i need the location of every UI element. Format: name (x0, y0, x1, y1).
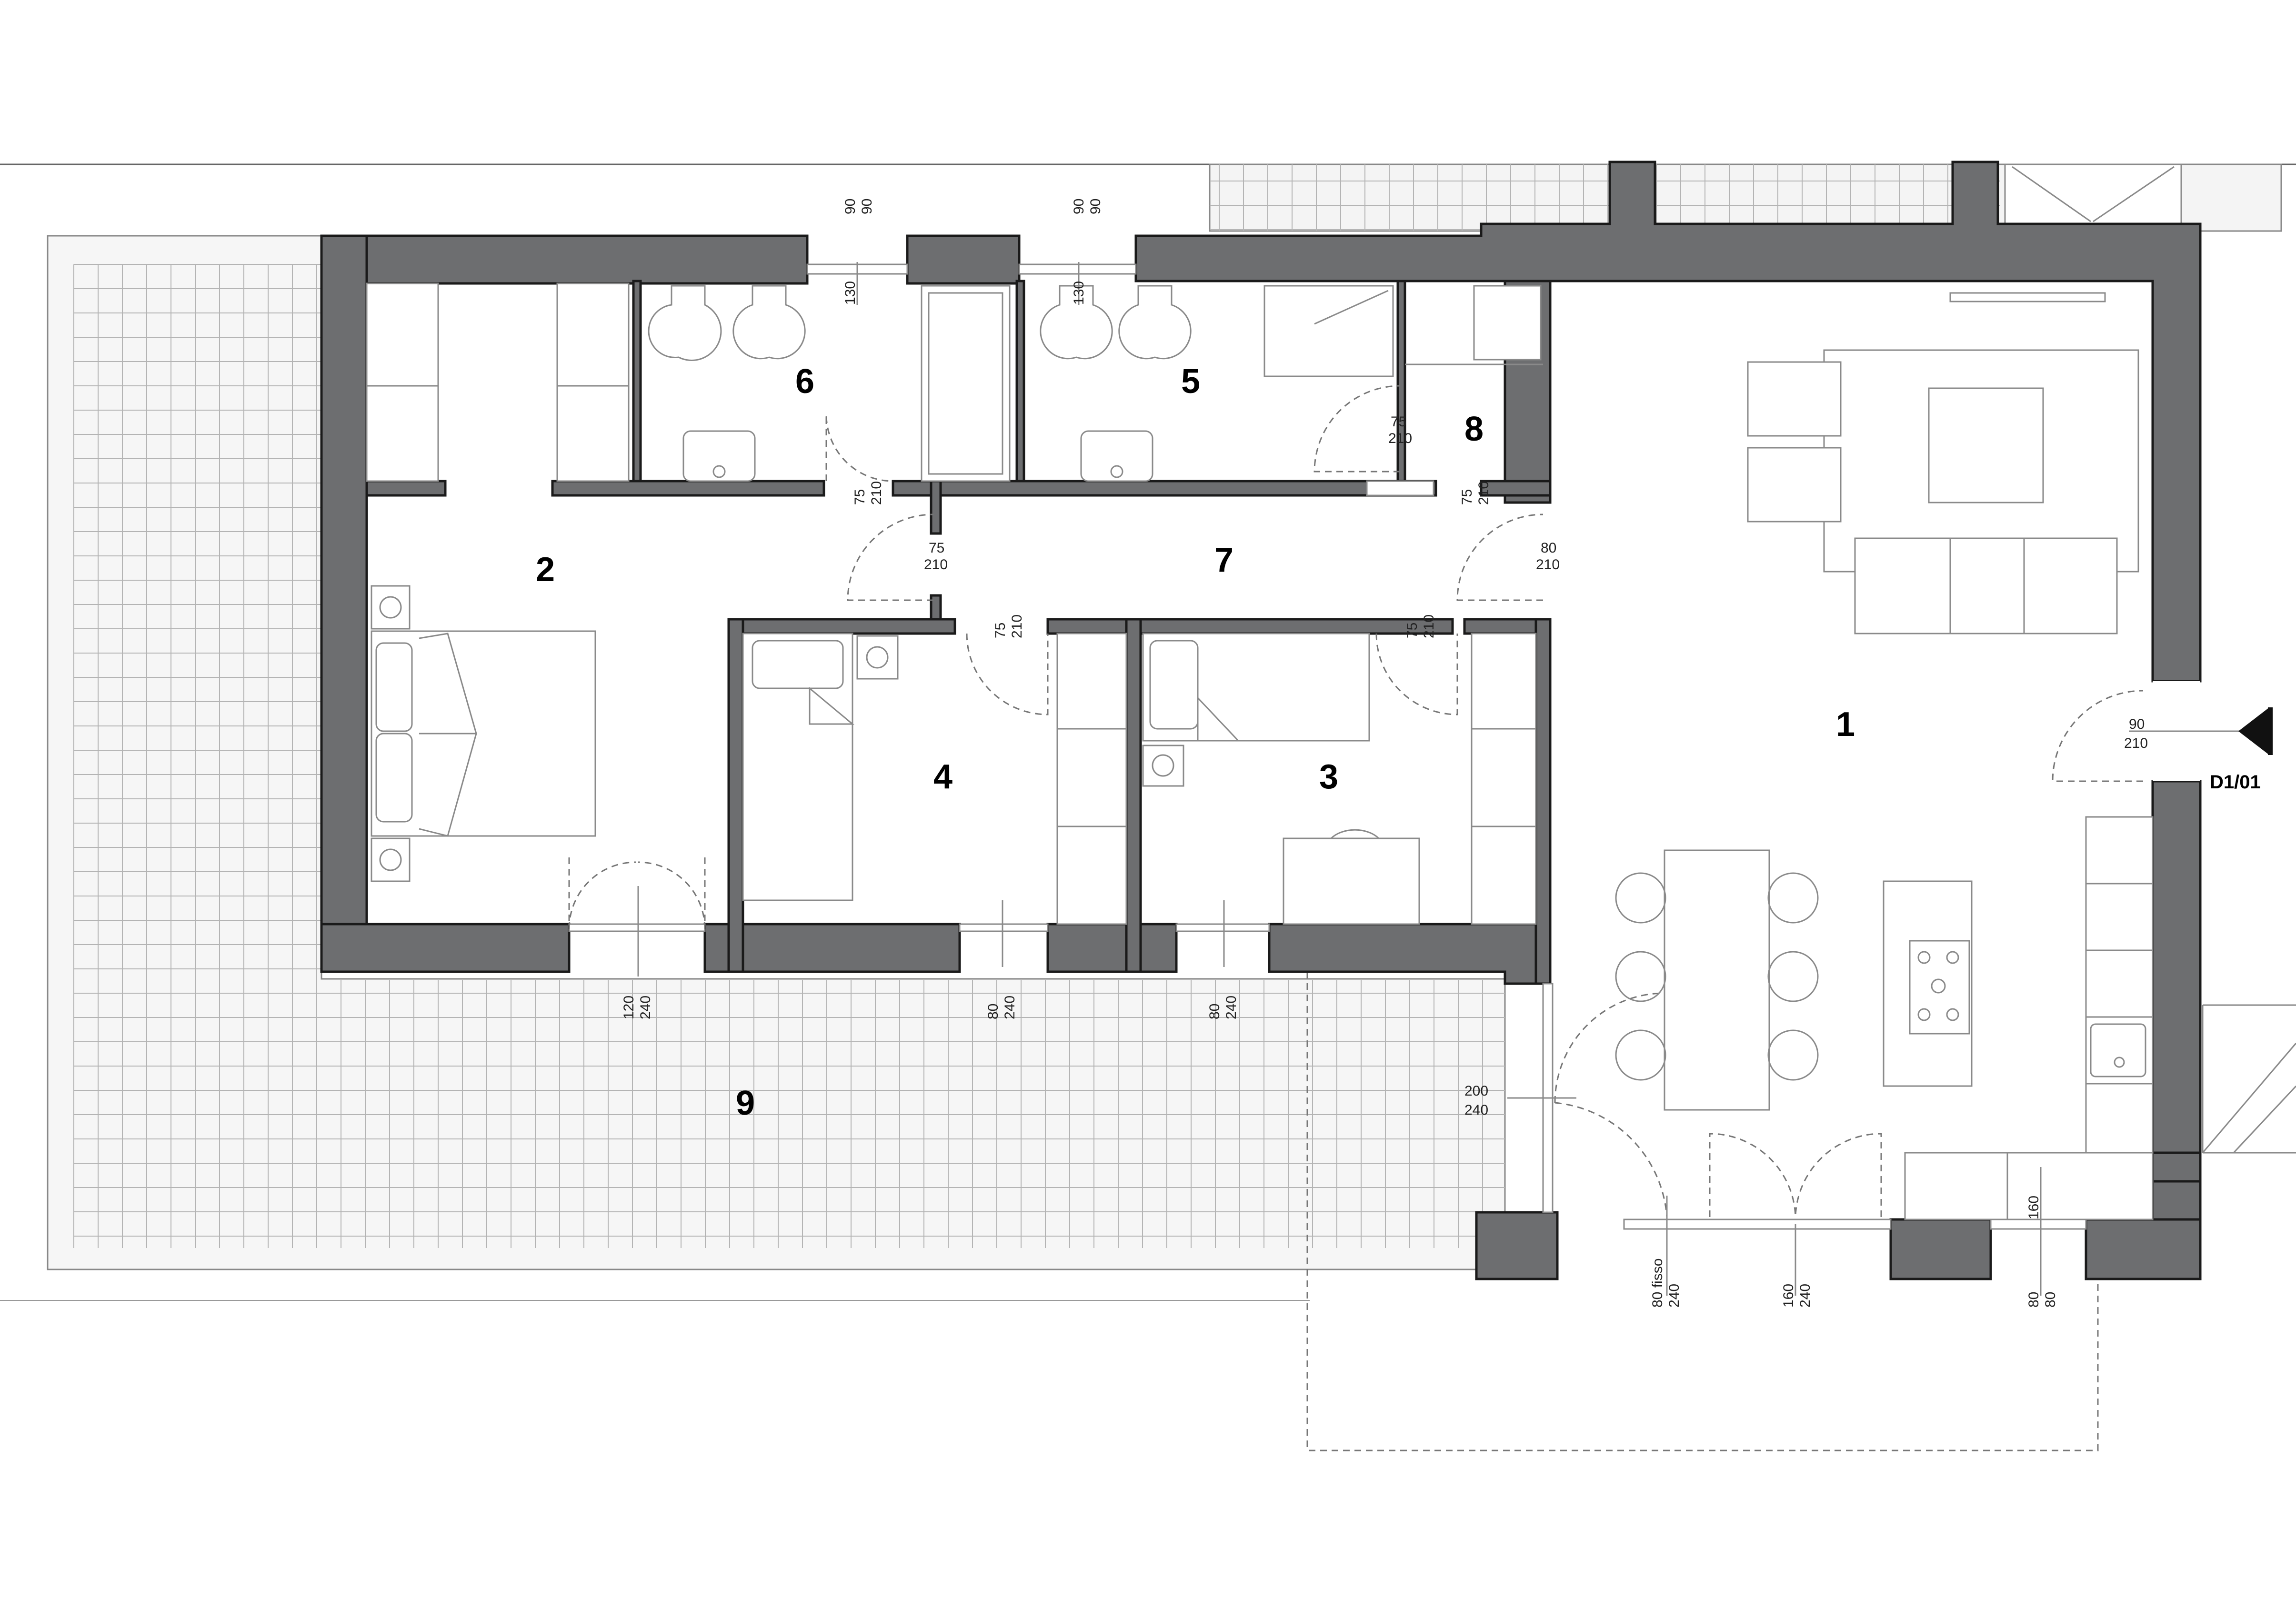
room-label-7: 7 (1214, 541, 1233, 579)
dim-label: 90 (1088, 199, 1103, 214)
dim-label: 75 (1391, 414, 1406, 430)
dim-label: 210 (1421, 614, 1437, 638)
dim-label: 240 (1464, 1102, 1488, 1118)
dim-label: 75 (929, 540, 944, 556)
dim-label: 210 (2124, 735, 2148, 751)
dim-label: 240 (1797, 1284, 1813, 1308)
room-label-3: 3 (1319, 758, 1338, 796)
dim-label: 90 (1071, 199, 1087, 214)
room-label-2: 2 (536, 551, 555, 589)
windows (568, 263, 2200, 1230)
upper-balcony (1209, 163, 2282, 232)
dim-label: 80 (985, 1004, 1001, 1019)
dim-label: 200 (1464, 1083, 1488, 1099)
stair (2202, 1004, 2296, 1154)
dim-label: 240 (638, 996, 653, 1019)
dim-label: 210 (1476, 481, 1492, 505)
room-label-4: 4 (933, 758, 952, 796)
dimension-labels: 90 90 130 90 90 130 75 210 75 210 75 210… (621, 199, 2148, 1308)
dim-label: 210 (1536, 557, 1560, 573)
veranda-outline (1306, 972, 2099, 1451)
dim-label: 240 (1223, 996, 1239, 1019)
room-label-8: 8 (1464, 410, 1484, 448)
dim-label: 210 (1009, 614, 1025, 638)
room-label-5: 5 (1181, 362, 1200, 401)
dim-label: 75 (993, 623, 1008, 638)
bottom-openings (1623, 1218, 1892, 1230)
dim-label: 160 (2026, 1196, 2042, 1219)
dim-label: 75 (852, 489, 868, 505)
dim-label: 90 (842, 199, 858, 214)
dim-label: 75 (1404, 623, 1420, 638)
window-room-4 (959, 923, 1049, 932)
dim-label: 80 (1207, 1004, 1223, 1019)
furniture (366, 262, 2243, 1296)
room-labels: 1 2 3 4 5 6 7 8 9 (536, 362, 1855, 1122)
window-room-3 (1175, 923, 1270, 932)
dim-label: 160 (1781, 1284, 1796, 1308)
window-room-2 (568, 857, 706, 932)
terrace-paving (47, 235, 1506, 1270)
window-bath-5 (1018, 263, 1137, 275)
dim-label: 210 (869, 481, 884, 505)
dim-label: 120 (621, 996, 637, 1019)
dim-label: 210 (924, 557, 948, 573)
dim-label: 240 (1666, 1284, 1682, 1308)
dim-label: 75 (1459, 489, 1475, 505)
doors (825, 385, 2144, 1218)
room-label-9: 9 (736, 1084, 755, 1122)
dim-label: 80 (1541, 540, 1556, 556)
section-arrow-icon (2238, 707, 2273, 755)
dim-label: 80 (2043, 1292, 2058, 1308)
dim-label: 130 (842, 281, 858, 305)
dim-label: 90 (2129, 716, 2145, 732)
dim-label: 130 (1071, 281, 1087, 305)
room-label-6: 6 (795, 362, 814, 401)
dim-label: 80 (2026, 1292, 2042, 1308)
room-label-1: 1 (1836, 705, 1855, 744)
section-reference: D1/01 (2210, 772, 2261, 793)
dim-label: 240 (1002, 996, 1018, 1019)
dim-label: 210 (1388, 431, 1412, 446)
dim-label: 80 fisso (1650, 1259, 1665, 1308)
dim-label: 90 (859, 199, 875, 214)
